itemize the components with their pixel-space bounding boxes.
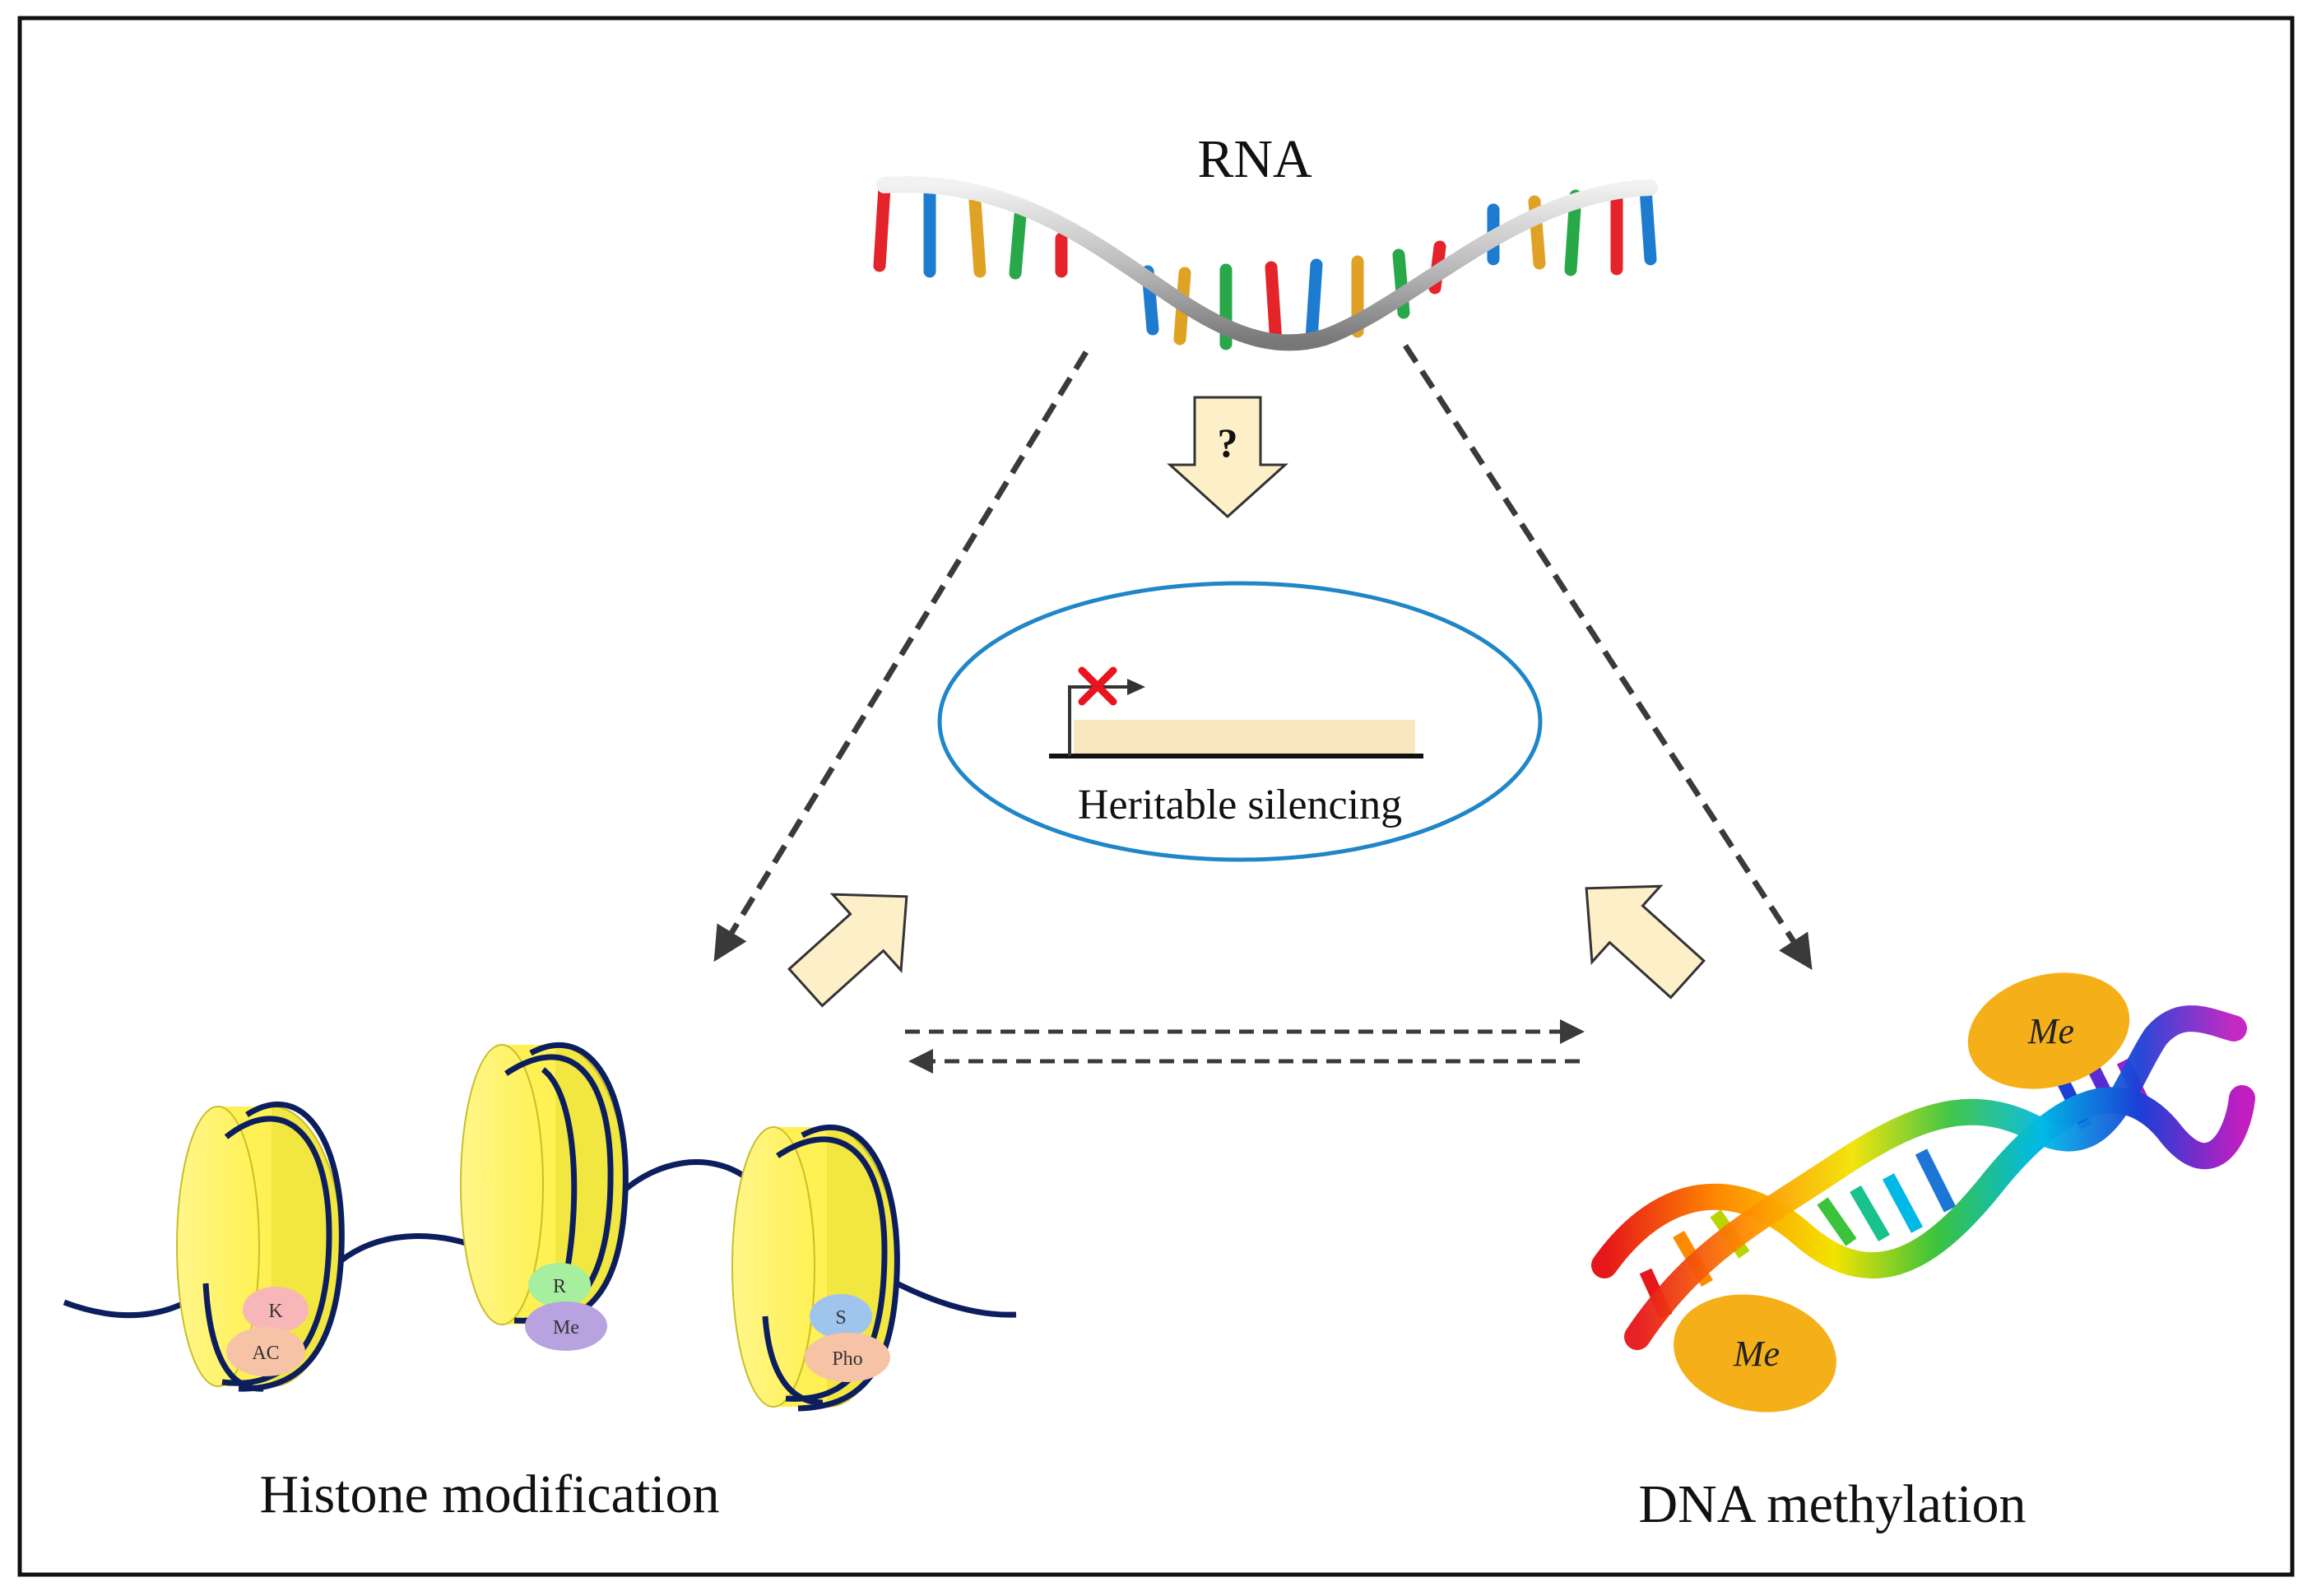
dna-base-pair <box>1850 1185 1890 1242</box>
methyl-tag-2: Me <box>1967 972 2130 1089</box>
histone-to-center-arrow <box>787 893 908 1008</box>
promoter-arrow <box>1068 685 1131 756</box>
methyl-tag-2-label: Me <box>2027 1011 2074 1051</box>
heritable-silencing-box: Heritable silencing <box>937 581 1543 862</box>
nucleosome-2: R Me <box>460 1042 629 1351</box>
histone-mark-2: R Me <box>525 1263 607 1351</box>
methyl-tag-1: Me <box>1674 1294 1836 1413</box>
down-arrow: ? <box>1167 396 1288 519</box>
rna-to-dna-arrow <box>1403 344 1813 971</box>
histone-mark-3-residue: S <box>835 1307 846 1329</box>
center-ellipse <box>937 581 1543 862</box>
figure-frame <box>17 16 2295 1577</box>
promoter-arrowhead <box>1127 679 1145 695</box>
histone-mark-2-residue: R <box>553 1276 566 1297</box>
dna-base-pair <box>1915 1148 1957 1213</box>
rna-backbone <box>876 176 1658 351</box>
nucleosome-1: K AC <box>176 1102 345 1392</box>
dna-to-center-arrow <box>1585 884 1706 1000</box>
histone-mark-3-mod: Pho <box>832 1348 862 1370</box>
histone-mark-1-residue: K <box>268 1301 283 1322</box>
gene-body <box>1074 720 1415 754</box>
histone-mark-3: S Pho <box>805 1294 890 1382</box>
rna-to-histone-arrow <box>713 350 1089 963</box>
histone-mark-1-mod: AC <box>252 1343 279 1364</box>
dna-strand-b <box>1624 1005 2247 1350</box>
question-mark: ? <box>1218 420 1238 466</box>
dna-base-pair <box>1817 1197 1857 1246</box>
rna-base <box>1009 209 1027 280</box>
dna-strand-a <box>1591 1085 2255 1279</box>
dna-methylation-label: DNA methylation <box>1638 1474 2026 1534</box>
nucleosome-3: S Pho <box>731 1124 900 1412</box>
rna-base <box>1305 258 1323 346</box>
rna-base <box>873 181 891 272</box>
rna-label: RNA <box>1197 129 1312 189</box>
center-label: Heritable silencing <box>1078 782 1402 828</box>
rna-base <box>1639 183 1657 266</box>
histone-mark-1: K AC <box>226 1287 309 1376</box>
rna-strand <box>873 176 1658 351</box>
rna-base <box>1265 261 1283 350</box>
rna-base <box>968 195 987 278</box>
histone-modification-label: Histone modification <box>259 1464 719 1524</box>
dna-helix: Me Me <box>1591 972 2255 1413</box>
dna-base-pair <box>1882 1173 1924 1233</box>
histone-mark-2-mod: Me <box>553 1317 579 1339</box>
cross-icon <box>1078 666 1117 706</box>
methyl-tag-1-label: Me <box>1733 1334 1780 1374</box>
